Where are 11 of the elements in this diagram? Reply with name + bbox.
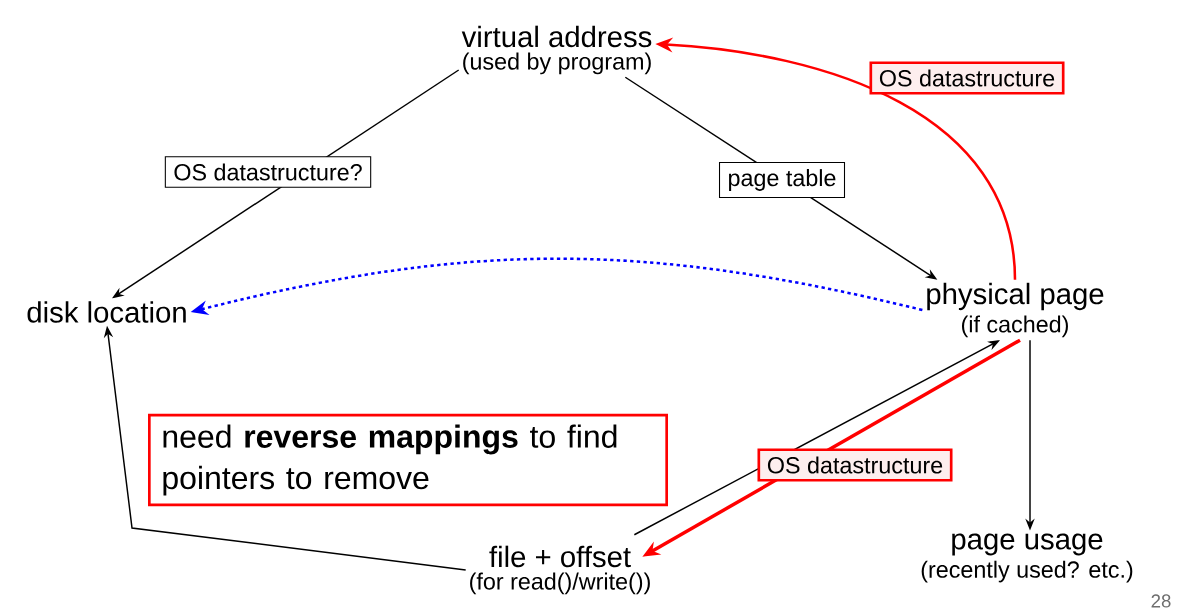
term-label: file + offset (for read()/write()) [470, 545, 650, 595]
edge-label: page table [718, 161, 846, 199]
callout-box: need reverse mappings to find pointers to remove [148, 413, 668, 507]
term-label: page usage (recently used? etc.) [921, 533, 1133, 583]
term-label: disk location [27, 301, 186, 323]
edge-label: OS datastructure [757, 448, 953, 482]
term-label: virtual address (used by program) [461, 25, 652, 75]
edge-label: OS datastructure [869, 61, 1065, 95]
page-number: 28 [1151, 594, 1171, 608]
term-label: physical page (if cached) [927, 282, 1104, 338]
edge-label: OS datastructure? [164, 156, 372, 188]
